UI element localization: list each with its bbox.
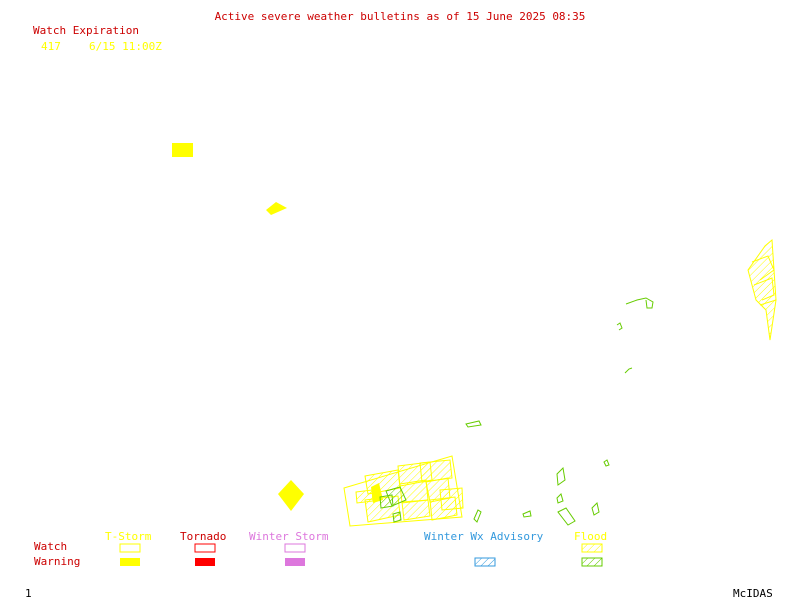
legend-winterwx-label: Winter Wx Advisory bbox=[424, 530, 544, 543]
legend-tstorm-warning-swatch bbox=[120, 558, 140, 566]
legend-warning-row-label: Warning bbox=[34, 555, 81, 568]
legend-tstorm-watch-swatch bbox=[119, 543, 141, 553]
legend-winterstorm-warning-swatch bbox=[285, 558, 305, 566]
legend-flood-label: Flood bbox=[574, 530, 608, 543]
legend-winterwx-advisory-swatch bbox=[474, 557, 496, 567]
legend-watch-row-label: Watch bbox=[34, 540, 68, 553]
tstorm-warning-polygon bbox=[278, 480, 304, 511]
legend-tornado-label: Tornado bbox=[180, 530, 227, 543]
legend-tornado-warning-swatch bbox=[195, 558, 215, 566]
watch-expiration-time: 6/15 11:00Z bbox=[89, 40, 162, 53]
legend-winterstorm-watch-swatch bbox=[284, 543, 306, 553]
legend-flood-warning-swatch bbox=[581, 557, 603, 567]
map-title: Active severe weather bulletins as of 15… bbox=[214, 10, 586, 23]
legend-winterstorm-label: Winter Storm bbox=[249, 530, 329, 543]
legend bbox=[119, 543, 603, 567]
tstorm-warning-east bbox=[747, 238, 777, 341]
watch-number: 417 bbox=[41, 40, 61, 53]
tstorm-warning-cluster bbox=[355, 459, 464, 523]
legend-tornado-watch-swatch bbox=[194, 543, 216, 553]
flood-warning-cluster bbox=[379, 486, 407, 523]
software-label: McIDAS bbox=[733, 587, 773, 600]
flood-warning-scattered bbox=[465, 297, 654, 526]
legend-flood-watch-swatch bbox=[581, 543, 603, 553]
legend-tstorm-label: T-Storm bbox=[105, 530, 152, 543]
frame-number: 1 bbox=[25, 587, 32, 600]
watch-expiration-header: Watch Expiration bbox=[33, 24, 139, 37]
tstorm-warning-polygon bbox=[266, 202, 287, 215]
tstorm-warning-polygon bbox=[172, 143, 193, 157]
